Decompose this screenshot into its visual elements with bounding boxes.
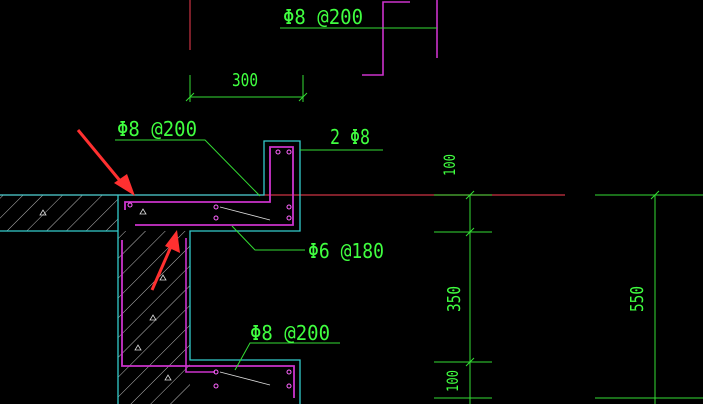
rebar-dot <box>213 204 219 210</box>
rebar-dot <box>286 149 292 155</box>
dim-text-100-bottom: 100 <box>443 370 462 392</box>
beam-outline <box>118 140 301 404</box>
rebar-dot <box>286 215 292 221</box>
label-lower-rebar: Φ8 @200 <box>250 321 330 345</box>
slab-hatch-left <box>0 195 118 231</box>
rebar-wall-inner <box>185 238 215 373</box>
leader-beam-rebar <box>115 139 261 197</box>
aggregate-marks <box>39 208 172 381</box>
dim-text-300: 300 <box>232 70 258 91</box>
dim-text-550: 550 <box>627 286 648 312</box>
dimension-550 <box>595 190 703 404</box>
rebar-dot <box>275 149 281 155</box>
arrow-top-left-icon <box>76 129 135 196</box>
label-top-rebar: Φ8 @200 <box>283 5 363 29</box>
rebar-dot <box>213 215 219 221</box>
wall-hatch <box>118 231 190 404</box>
arrow-lower-icon <box>150 230 180 291</box>
rebar-beam-top <box>124 146 294 226</box>
label-beam-rebar: Φ8 @200 <box>117 117 197 141</box>
rebar-dot <box>213 369 219 375</box>
leader-distribution <box>231 225 305 251</box>
rebar-dot <box>286 369 292 375</box>
rebar-wall <box>121 240 295 398</box>
dim-text-100-top: 100 <box>440 154 459 176</box>
rebar-dot <box>127 202 133 208</box>
rebar-dot <box>286 204 292 210</box>
dimension-300 <box>185 75 308 102</box>
rebar-dots <box>127 149 292 389</box>
rebar-dot <box>286 383 292 389</box>
leader-lower-rebar <box>234 342 340 371</box>
rebar-dot <box>213 383 219 389</box>
label-distribution-bar: Φ6 @180 <box>308 239 384 263</box>
label-corner-bars: 2 Φ8 <box>330 125 370 149</box>
dim-text-350: 350 <box>444 286 465 312</box>
rebar-diagonal <box>219 371 271 386</box>
rebar-upper-detail <box>362 1 410 76</box>
dimension-chain-left <box>434 190 492 404</box>
rebar-diagonal <box>219 206 271 221</box>
